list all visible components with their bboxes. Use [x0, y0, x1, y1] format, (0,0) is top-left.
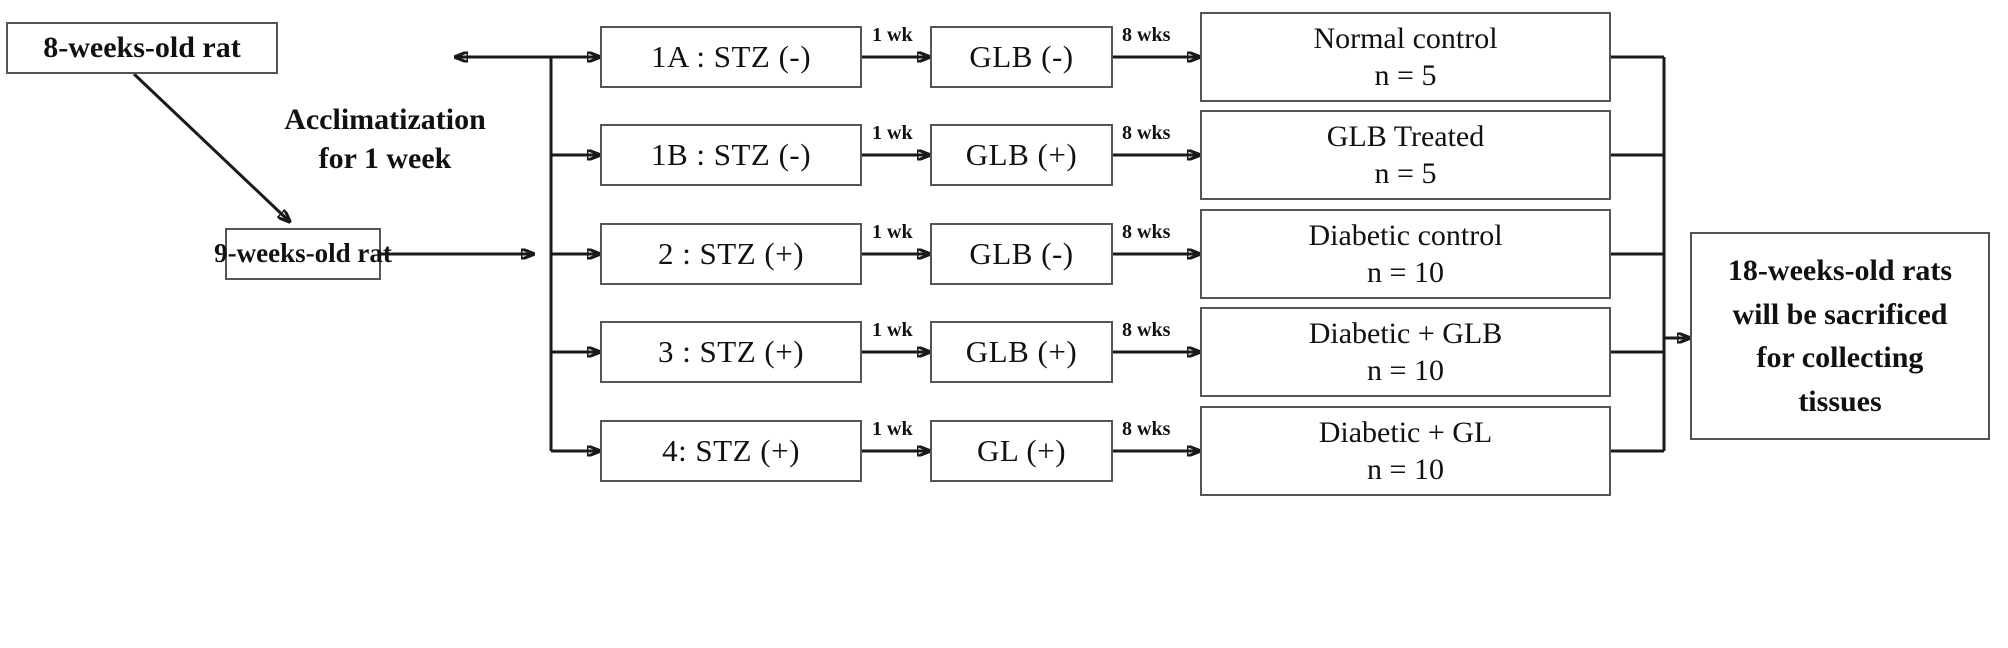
treatment-box-group-1b: GLB (+): [930, 124, 1113, 186]
second-box-label: 9-weeks-old rat: [214, 238, 392, 269]
stz-box-label: 1A : STZ (-): [650, 38, 812, 74]
stz-box-group-3: 3 : STZ (+): [600, 321, 862, 383]
edge-label-1wk-group-1a: 1 wk: [872, 24, 913, 46]
final-box-line4: tissues: [1798, 384, 1882, 418]
outcome-box-line2: n = 10: [1367, 354, 1444, 387]
final-box-line1: 18-weeks-old rats: [1727, 254, 1953, 287]
treatment-box-label: GLB (-): [969, 235, 1074, 271]
stz-box-label: 2 : STZ (+): [657, 235, 805, 271]
stz-box-group-1b: 1B : STZ (-): [600, 124, 862, 186]
outcome-box-group-1b: GLB Treated n = 5: [1200, 110, 1611, 200]
outcome-box-group-4: Diabetic + GL n = 10: [1200, 406, 1611, 496]
start-box-label: 8-weeks-old rat: [43, 31, 241, 65]
outcome-box-line2: n = 5: [1374, 59, 1437, 92]
start-box-8-weeks-old-rat: 8-weeks-old rat: [6, 22, 278, 74]
stz-box-label: 1B : STZ (-): [650, 136, 812, 172]
outcome-box-line2: n = 5: [1374, 157, 1437, 190]
treatment-box-label: GLB (+): [965, 333, 1078, 369]
stz-box-label: 4: STZ (+): [662, 432, 800, 468]
outcome-box-line1: Diabetic control: [1308, 218, 1503, 252]
outcome-box-line1: Normal control: [1313, 21, 1498, 55]
treatment-box-group-4: GL (+): [930, 420, 1113, 482]
edge-label-1wk-group-4: 1 wk: [872, 418, 913, 440]
edge-label-1wk-group-3: 1 wk: [872, 319, 913, 341]
edge-label-8wks-group-1a: 8 wks: [1122, 24, 1171, 46]
outcome-box-line2: n = 10: [1367, 256, 1444, 289]
edge-label-8wks-group-2: 8 wks: [1122, 221, 1171, 243]
final-box-line3: for collecting: [1756, 341, 1924, 374]
outcome-box-line1: GLB Treated: [1326, 119, 1485, 153]
treatment-box-group-2: GLB (-): [930, 223, 1113, 285]
outcome-box-line2: n = 10: [1367, 453, 1444, 486]
treatment-box-label: GL (+): [976, 432, 1067, 468]
second-box-9-weeks-old-rat: 9-weeks-old rat: [214, 228, 392, 280]
edge-label-8wks-group-1b: 8 wks: [1122, 122, 1171, 144]
edge-label-1wk-group-1b: 1 wk: [872, 122, 913, 144]
acclimatization-note-line1: Acclimatization: [284, 103, 486, 136]
treatment-box-label: GLB (-): [969, 38, 1074, 74]
stz-box-group-4: 4: STZ (+): [600, 420, 862, 482]
edge-label-8wks-group-3: 8 wks: [1122, 319, 1171, 341]
stz-box-label: 3 : STZ (+): [657, 333, 805, 369]
edge-label-8wks-group-4: 8 wks: [1122, 418, 1171, 440]
treatment-box-group-3: GLB (+): [930, 321, 1113, 383]
treatment-box-label: GLB (+): [965, 136, 1078, 172]
final-box-line2: will be sacrificed: [1732, 297, 1948, 331]
stz-box-group-2: 2 : STZ (+): [600, 223, 862, 285]
final-box-sacrifice: 18-weeks-old rats will be sacrificed for…: [1690, 232, 1990, 440]
outcome-box-line1: Diabetic + GL: [1318, 415, 1493, 449]
outcome-box-group-2: Diabetic control n = 10: [1200, 209, 1611, 299]
outcome-box-group-3: Diabetic + GLB n = 10: [1200, 307, 1611, 397]
outcome-box-group-1a: Normal control n = 5: [1200, 12, 1611, 102]
treatment-box-group-1a: GLB (-): [930, 26, 1113, 88]
outcome-box-line1: Diabetic + GLB: [1308, 316, 1503, 350]
stz-box-group-1a: 1A : STZ (-): [600, 26, 862, 88]
acclimatization-note: Acclimatization for 1 week: [255, 100, 515, 178]
acclimatization-note-line2: for 1 week: [318, 142, 452, 175]
edge-label-1wk-group-2: 1 wk: [872, 221, 913, 243]
